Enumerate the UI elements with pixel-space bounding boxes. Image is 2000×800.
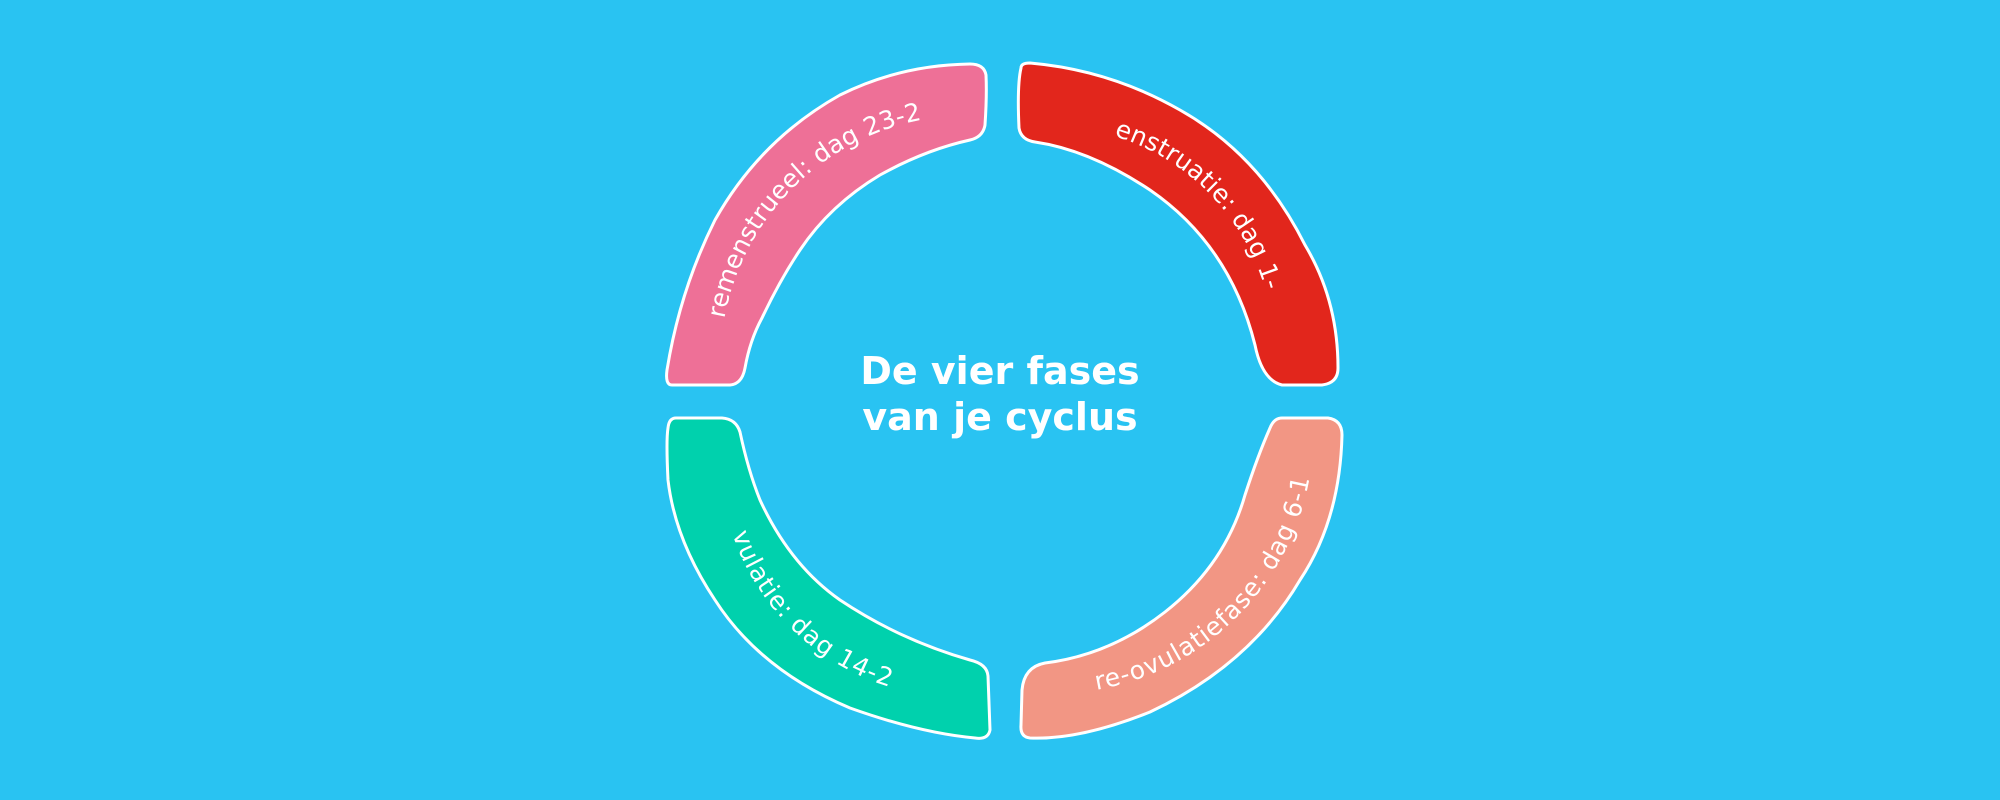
- title-line-1: De vier fases: [860, 349, 1140, 393]
- segment-pre-ovulatiefase: [1019, 416, 1344, 740]
- segment-premenstrueel: [665, 62, 988, 387]
- diagram-title: De vier fases van je cyclus: [800, 348, 1200, 440]
- segment-ovulatie: [665, 416, 992, 740]
- segment-menstruatie: [1016, 61, 1340, 387]
- title-line-2: van je cyclus: [862, 395, 1138, 439]
